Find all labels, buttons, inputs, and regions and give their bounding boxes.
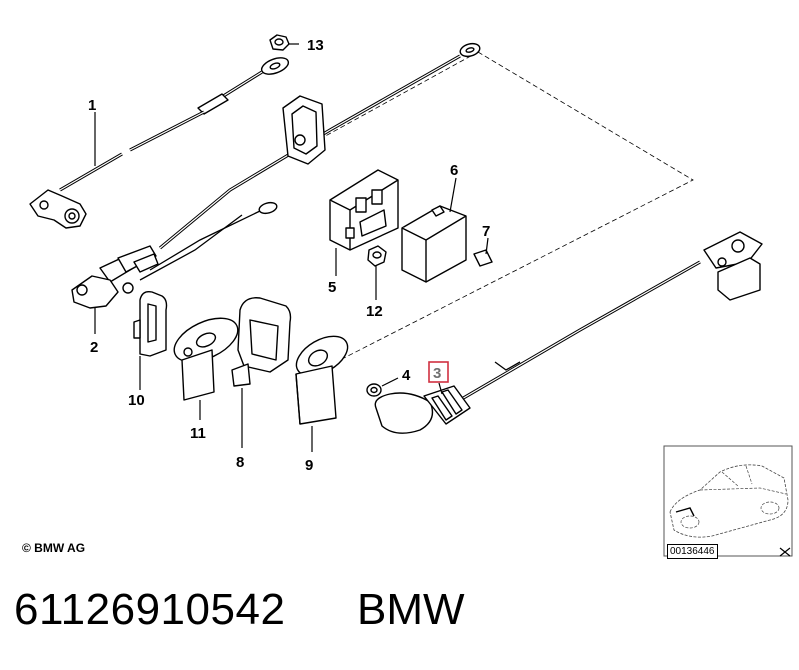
callout-3-highlight-box bbox=[428, 361, 449, 383]
brand-name: BMW bbox=[357, 585, 465, 634]
part-number: 61126910542 bbox=[14, 585, 286, 634]
callout-10: 10 bbox=[128, 392, 145, 409]
callout-3: 3 bbox=[433, 365, 441, 382]
callout-7: 7 bbox=[482, 223, 490, 240]
part-2-positive-harness bbox=[71, 42, 481, 309]
assembly-dashed-outline bbox=[299, 51, 694, 361]
part-9-grommet-tube bbox=[295, 335, 349, 425]
part-6-cover bbox=[401, 205, 467, 283]
callout-13: 13 bbox=[307, 37, 324, 54]
callout-8: 8 bbox=[236, 454, 244, 471]
copyright-text: © BMW AG bbox=[22, 541, 86, 555]
callout-4: 4 bbox=[402, 367, 411, 384]
thumbnail-id: 00136446 bbox=[667, 544, 718, 559]
part-3-positive-cable bbox=[374, 231, 763, 434]
part-10-holder bbox=[133, 290, 168, 357]
grommet-panel bbox=[282, 95, 326, 165]
part-11-grommet bbox=[173, 317, 239, 401]
part-13-nut bbox=[269, 34, 290, 51]
part-7-clip bbox=[473, 249, 493, 267]
callout-5: 5 bbox=[328, 279, 336, 296]
part-4-nut bbox=[366, 383, 382, 397]
part-12-nut bbox=[367, 245, 387, 267]
car-thumbnail bbox=[663, 445, 793, 557]
callout-6: 6 bbox=[450, 162, 458, 179]
callout-11: 11 bbox=[190, 425, 206, 442]
callout-9: 9 bbox=[305, 457, 313, 474]
leader-lines bbox=[94, 43, 489, 452]
part-1-ground-cable bbox=[29, 57, 290, 229]
part-5-junction-block bbox=[329, 169, 399, 251]
callout-2: 2 bbox=[90, 339, 98, 356]
callout-12: 12 bbox=[366, 303, 383, 320]
callout-1: 1 bbox=[88, 97, 96, 114]
part-8-holder bbox=[231, 297, 292, 387]
